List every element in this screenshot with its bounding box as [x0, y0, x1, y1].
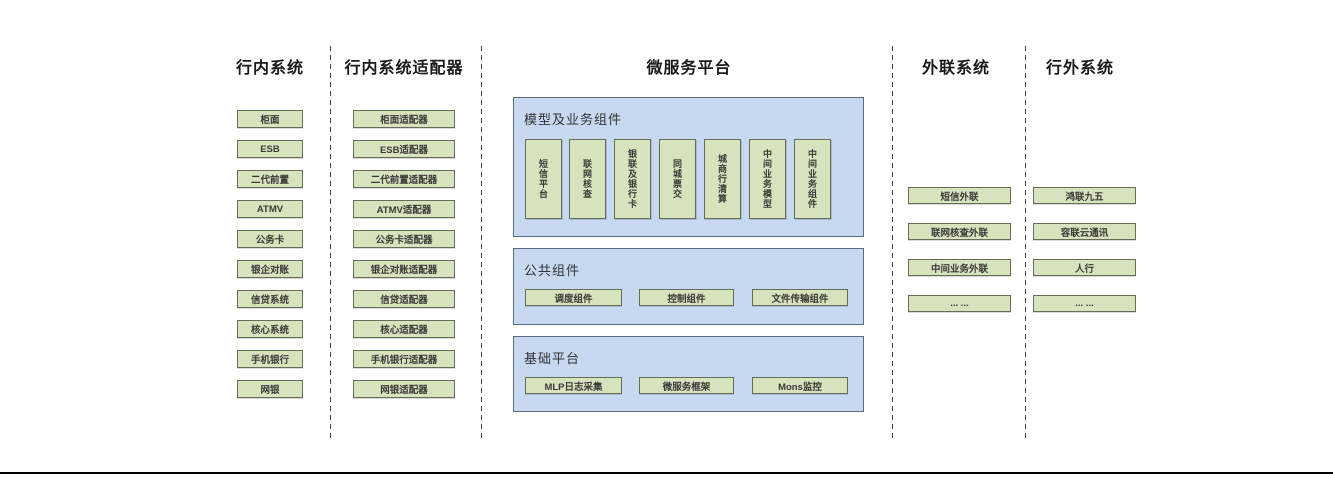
internal-system-box: 网银	[237, 380, 303, 398]
column-divider	[1025, 46, 1026, 440]
model-component-box: 联网核查	[569, 139, 606, 219]
block-title: 模型及业务组件	[524, 112, 623, 127]
external-system-box: ... ...	[1033, 295, 1136, 312]
column-title-outreach-systems: 外联系统	[921, 60, 991, 77]
block-title: 公共组件	[524, 263, 581, 278]
outreach-system-box: 短信外联	[908, 187, 1011, 204]
column-divider	[892, 46, 893, 440]
model-component-box: 城商行清算	[704, 139, 741, 219]
base-component-box: Mons监控	[752, 377, 848, 394]
internal-system-box: 核心系统	[237, 320, 303, 338]
adapter-box: 柜面适配器	[353, 110, 455, 128]
adapter-box: 核心适配器	[353, 320, 455, 338]
external-system-box: 人行	[1033, 259, 1136, 276]
internal-system-box: 二代前置	[237, 170, 303, 188]
model-component-box: 银联及银行卡	[614, 139, 651, 219]
internal-system-box: 柜面	[237, 110, 303, 128]
adapter-box: 二代前置适配器	[353, 170, 455, 188]
external-system-box: 鸿联九五	[1033, 187, 1136, 204]
adapter-box: ATMV适配器	[353, 200, 455, 218]
block-title: 基础平台	[524, 351, 581, 366]
adapter-box: 手机银行适配器	[353, 350, 455, 368]
model-component-box: 短信平台	[525, 139, 562, 219]
common-component-box: 控制组件	[639, 289, 734, 306]
internal-system-box: ESB	[237, 140, 303, 158]
column-divider	[481, 46, 482, 440]
outreach-system-box: 中间业务外联	[908, 259, 1011, 276]
column-title-microservice-platform: 微服务平台	[646, 60, 732, 77]
internal-system-box: ATMV	[237, 200, 303, 218]
model-component-box: 中间业务组件	[794, 139, 831, 219]
base-platform-block: 基础平台 MLP日志采集 微服务框架 Mons监控	[513, 336, 864, 412]
common-component-box: 调度组件	[525, 289, 622, 306]
internal-system-box: 手机银行	[237, 350, 303, 368]
internal-system-box: 信贷系统	[237, 290, 303, 308]
internal-system-box: 公务卡	[237, 230, 303, 248]
internal-system-box: 银企对账	[237, 260, 303, 278]
adapter-box: 网银适配器	[353, 380, 455, 398]
adapter-box: 信贷适配器	[353, 290, 455, 308]
model-component-box: 同城票交	[659, 139, 696, 219]
outreach-system-box: 联网核查外联	[908, 223, 1011, 240]
base-component-box: MLP日志采集	[525, 377, 622, 394]
common-components-block: 公共组件 调度组件 控制组件 文件传输组件	[513, 248, 864, 325]
base-component-box: 微服务框架	[639, 377, 734, 394]
adapter-box: ESB适配器	[353, 140, 455, 158]
adapter-box: 银企对账适配器	[353, 260, 455, 278]
column-title-internal-adapters: 行内系统适配器	[344, 60, 464, 77]
column-title-external-systems: 行外系统	[1045, 60, 1115, 77]
bottom-border-line	[0, 472, 1333, 474]
model-business-components-block: 模型及业务组件 短信平台 联网核查 银联及银行卡 同城票交 城商行清算 中间业务…	[513, 97, 864, 237]
adapter-box: 公务卡适配器	[353, 230, 455, 248]
model-component-box: 中间业务模型	[749, 139, 786, 219]
column-divider	[330, 46, 331, 440]
outreach-system-box: ... ...	[908, 295, 1011, 312]
common-component-box: 文件传输组件	[752, 289, 848, 306]
column-title-internal-systems: 行内系统	[235, 60, 305, 77]
external-system-box: 容联云通讯	[1033, 223, 1136, 240]
